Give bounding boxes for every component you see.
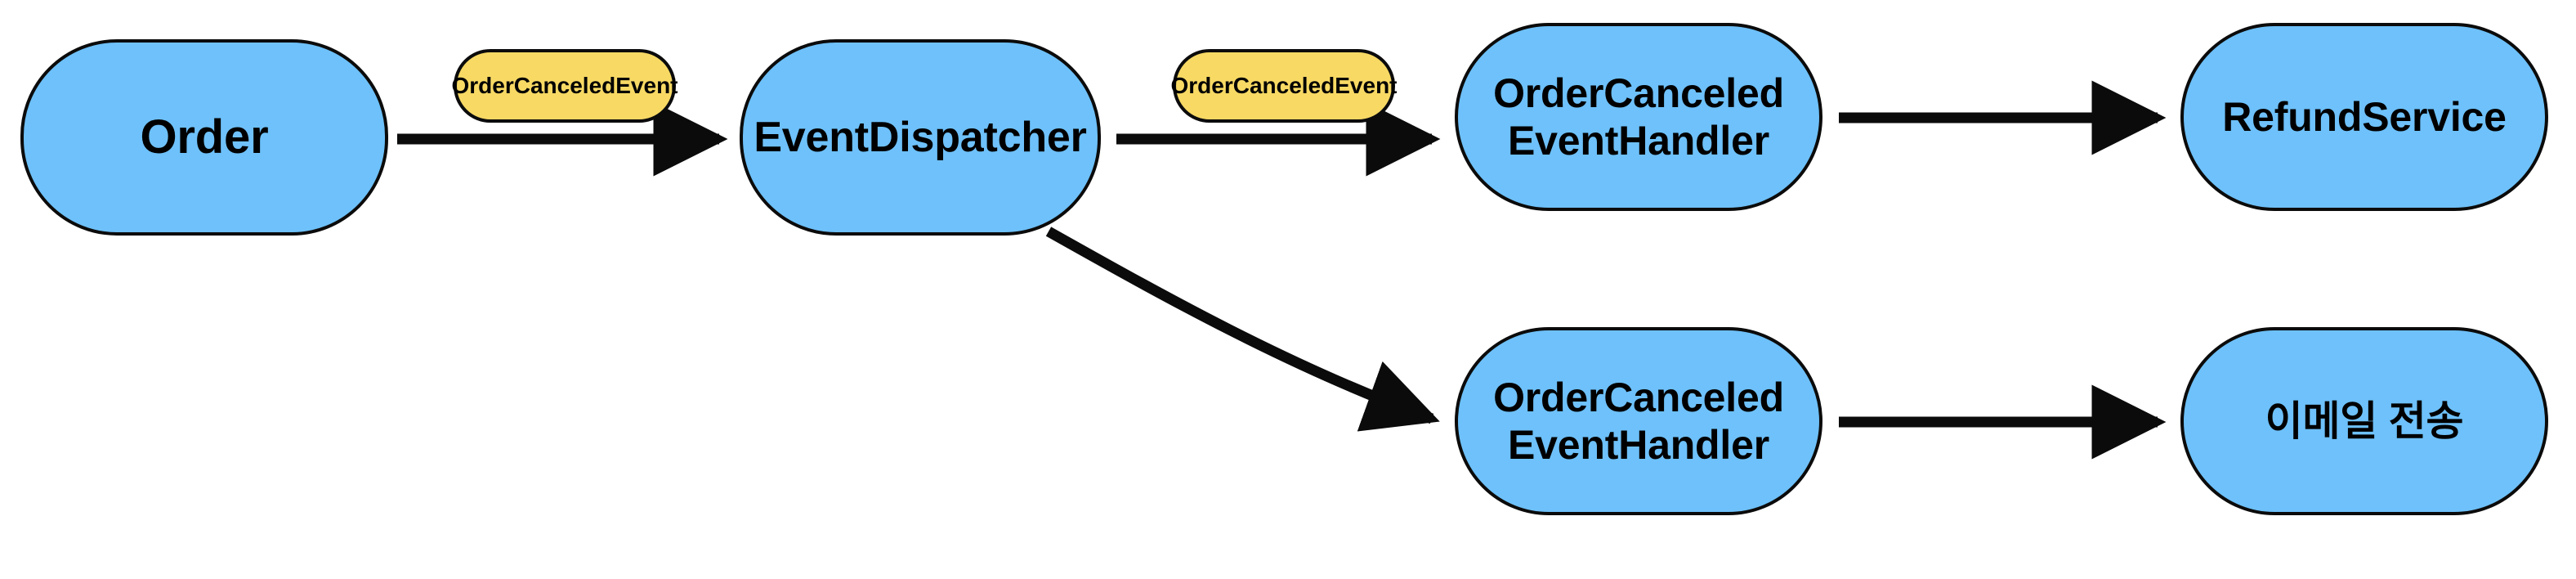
node-label-refund-service: RefundService — [2222, 94, 2507, 140]
badge-label-badge-dispatcher-to-handler: OrderCanceledEvent — [1170, 73, 1398, 98]
node-label-order: Order — [140, 110, 269, 164]
edge-edge-dispatcher-to-handler-email — [1045, 227, 1440, 432]
edge-paths — [397, 80, 2167, 460]
node-refund-service[interactable]: RefundService — [2180, 23, 2548, 211]
node-order-canceled-event-handler-refund[interactable]: OrderCanceled EventHandler — [1455, 23, 1822, 211]
node-email-send[interactable]: 이메일 전송 — [2180, 327, 2548, 515]
node-event-dispatcher[interactable]: EventDispatcher — [740, 39, 1101, 236]
node-order[interactable]: Order — [20, 39, 388, 236]
node-order-canceled-event-handler-email[interactable]: OrderCanceled EventHandler — [1455, 327, 1822, 515]
node-label-order-canceled-event-handler-refund: OrderCanceled EventHandler — [1493, 70, 1784, 164]
node-label-event-dispatcher: EventDispatcher — [754, 113, 1087, 161]
node-label-order-canceled-event-handler-email: OrderCanceled EventHandler — [1493, 375, 1784, 468]
node-label-email-send: 이메일 전송 — [2265, 398, 2464, 444]
edge-label-badge-badge-order-to-dispatcher[interactable]: OrderCanceledEvent — [451, 49, 678, 123]
edge-label-badge-badge-dispatcher-to-handler[interactable]: OrderCanceledEvent — [1170, 49, 1398, 123]
badge-label-badge-order-to-dispatcher: OrderCanceledEvent — [451, 73, 678, 98]
